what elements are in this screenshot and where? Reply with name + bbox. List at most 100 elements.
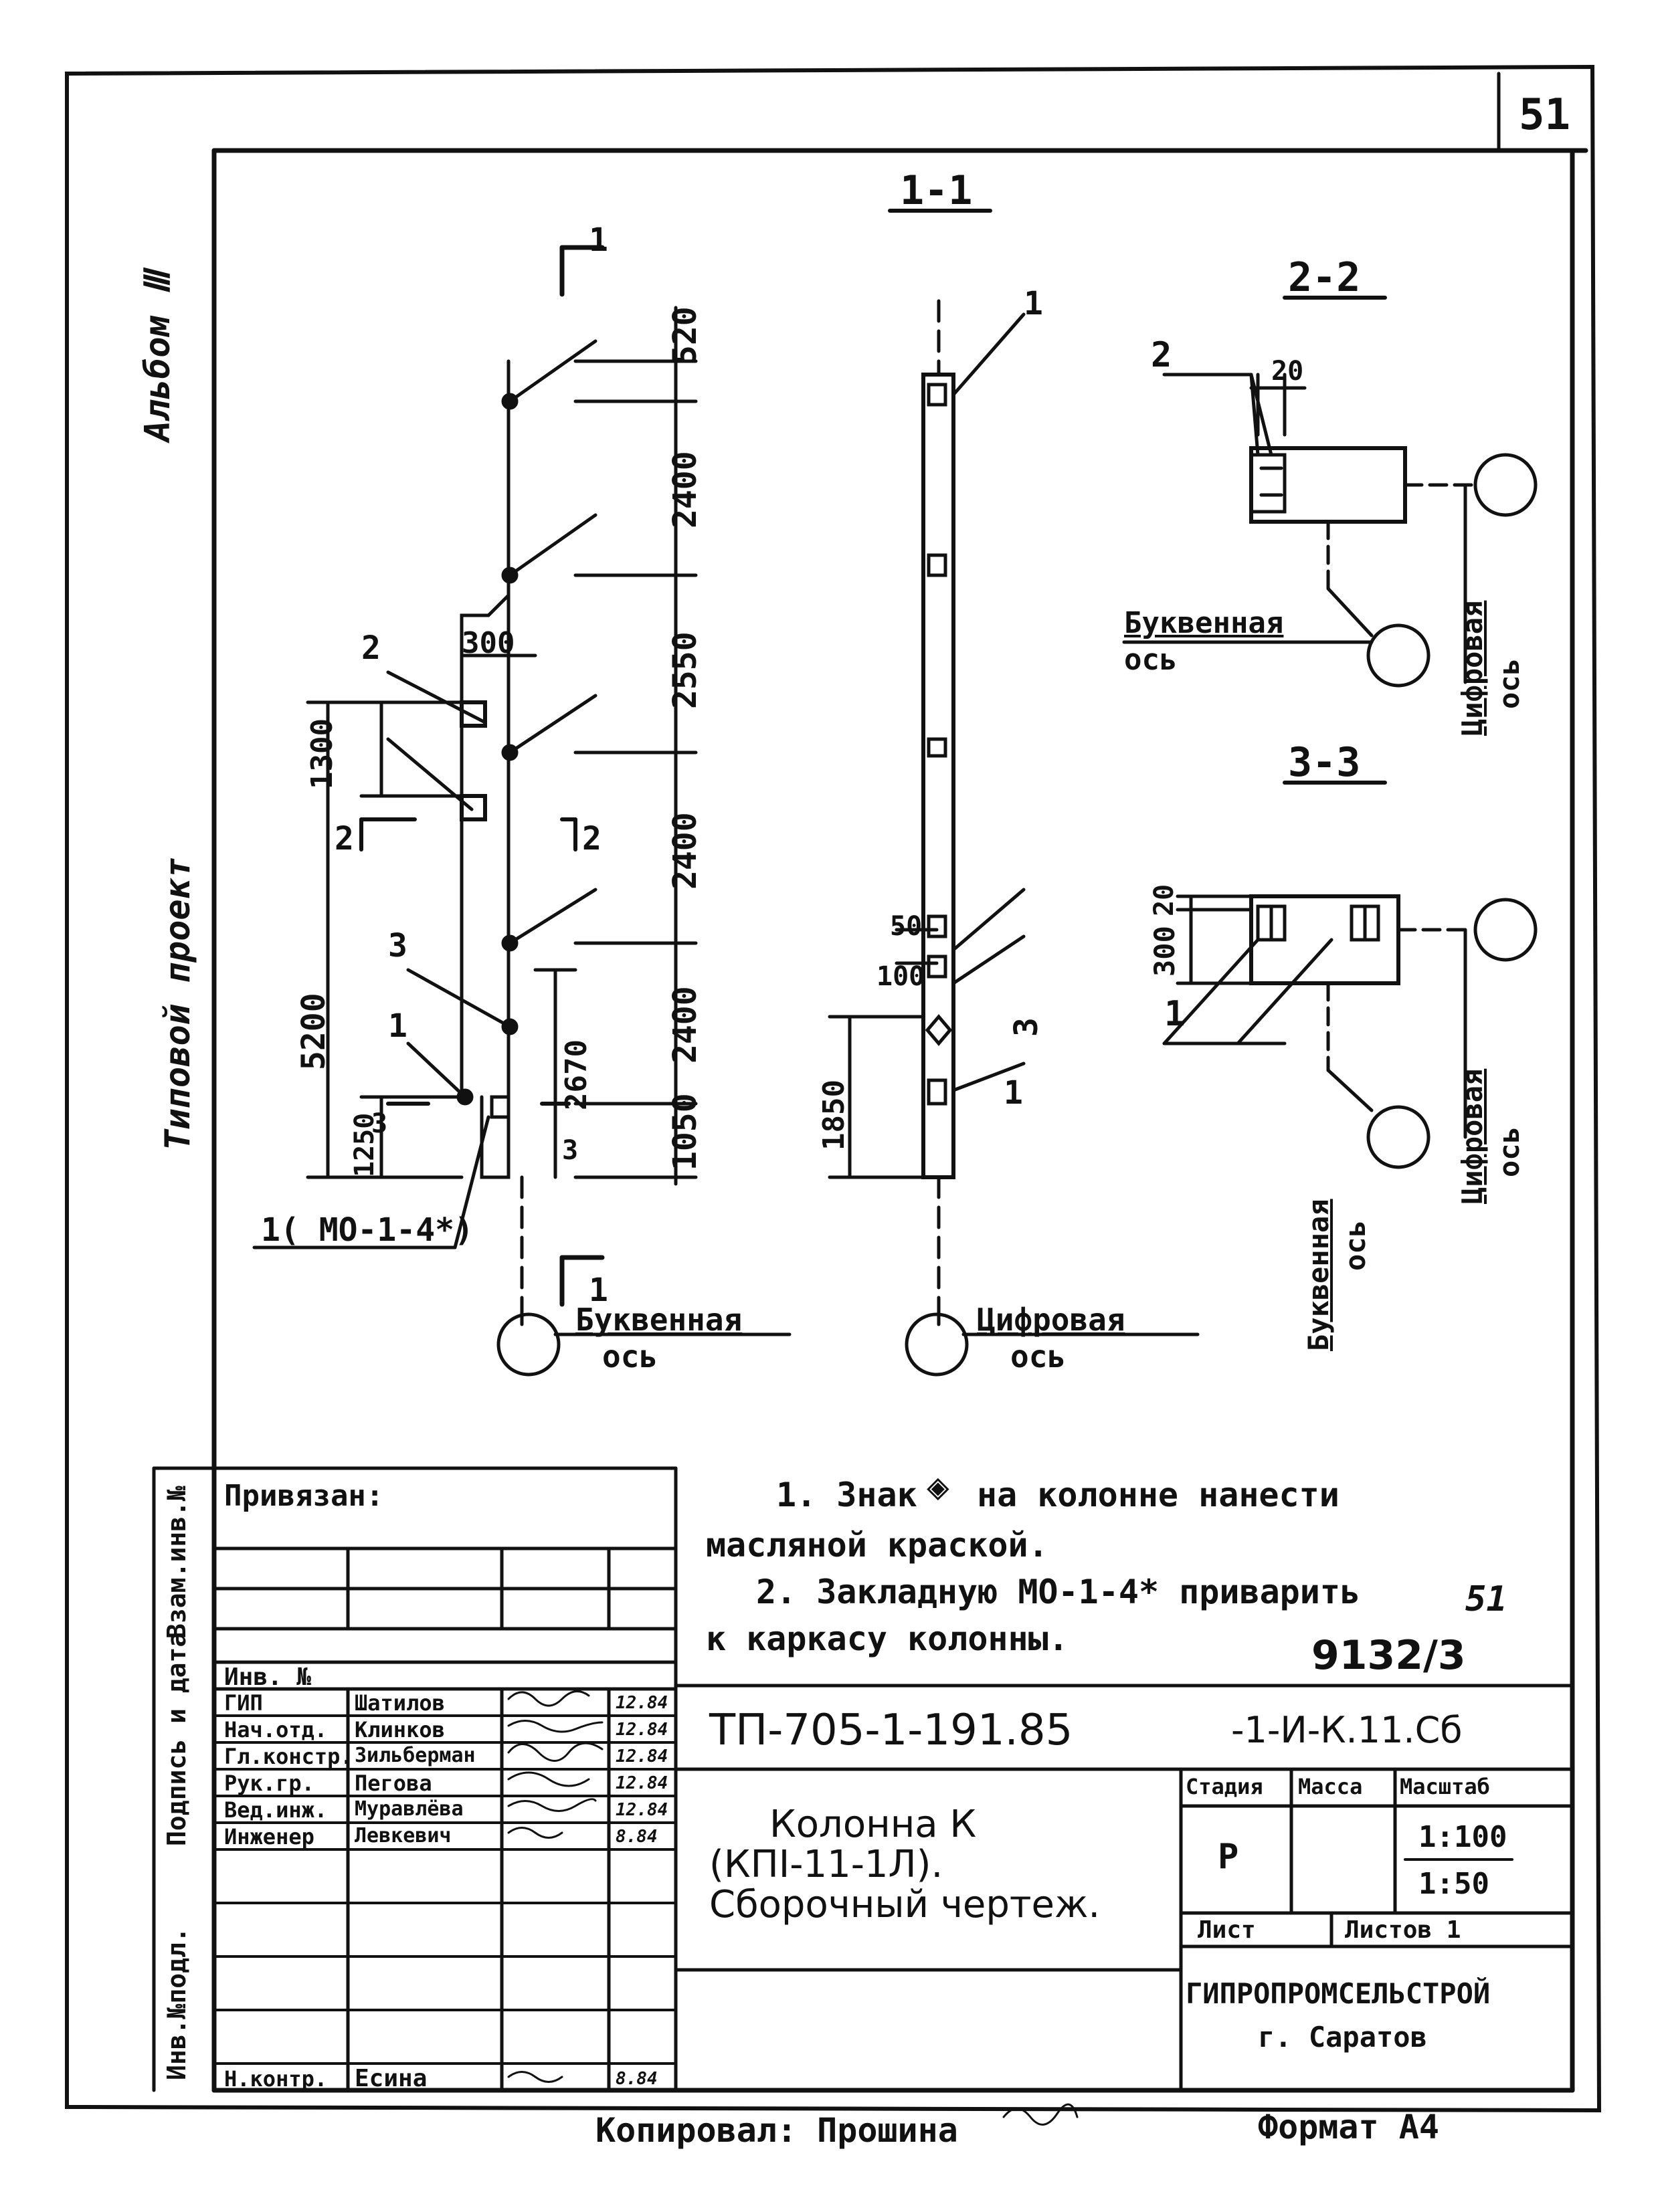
dim-2400-b: 2400 [666,812,704,890]
name-2: Зильберман [355,1744,476,1767]
letter-axis-1-b: ось [602,1338,658,1375]
note-sheet-51: 51 [1465,1579,1507,1619]
name-3: Пегова [355,1771,432,1796]
project-type-label: Типовой проект [158,857,198,1150]
callout-sec2-right: 2 [582,820,602,858]
callout-2-22: 2 [1151,335,1172,375]
date-5: 8.84 [616,1827,658,1847]
name-4: Муравлёва [355,1797,464,1821]
stage-value: Р [1218,1837,1239,1877]
dim-20-a: 20 [1271,356,1304,387]
side-col-inv: Инв.№подл. [162,1927,191,2080]
date-4: 12.84 [616,1800,668,1820]
note-2b: к каркасу колонны. [706,1619,1069,1658]
dim-1850: 1850 [817,1080,851,1150]
callout-3-right: 3 [1008,1017,1045,1037]
nkontr-name: Есина [355,2065,428,2092]
copied-by: Копировал: Прошина [595,2111,958,2150]
dim-50: 50 [890,911,923,942]
digit-axis-1: Цифровая [977,1302,1125,1338]
sheets-header: Листов 1 [1345,1916,1461,1944]
callout-1-right-bot: 1 [1004,1074,1023,1112]
letter-axis-1: Буквенная [575,1302,743,1338]
role-1: Нач.отд. [224,1717,328,1742]
callout-2: 2 [361,629,381,667]
letter-axis-2: Буквенная [1124,606,1284,640]
drawing-code-suffix: -1-И-К.11.Сб [1231,1709,1463,1751]
note-1a: 1. Знак [776,1476,917,1514]
mass-header: Масса [1298,1774,1363,1799]
organization-city: г. Саратов [1258,2021,1427,2053]
drawing-code: ТП-705-1-191.85 [709,1706,1073,1755]
stage-header: Стадия [1186,1774,1263,1799]
letter-axis-3-b: ось [1339,1220,1372,1271]
dim-2550: 2550 [666,631,704,709]
paper-format: Формат А4 [1258,2108,1439,2146]
note-1b: на колонне нанести [977,1476,1340,1514]
dim-100: 100 [877,961,925,992]
role-5: Инженер [224,1824,314,1849]
scale-header: Масштаб [1400,1774,1490,1799]
note-diamond-icon: ◈ [927,1465,949,1508]
sheet-number: 51 [1519,90,1571,140]
section-1-1-title: 1-1 [900,167,973,214]
callout-1-33: 1 [1164,994,1186,1034]
dim-2670: 2670 [559,1039,593,1110]
callout-sec3-left: 3 [371,1108,388,1139]
digit-axis-1-b: ось [1010,1338,1067,1375]
drawing-title-2: (КПⅠ-11-1Л). [709,1843,943,1886]
date-1: 12.84 [616,1720,668,1740]
digit-axis-2-b: ось [1493,658,1526,709]
side-col-sign: Подпись и дата [162,1631,191,1846]
name-5: Левкевич [355,1824,452,1847]
date-0: 12.84 [616,1693,668,1713]
dim-1050: 1050 [666,1093,704,1171]
digit-axis-3: Цифровая [1456,1068,1489,1204]
dim-300-b: 300 [1148,926,1181,977]
album-label: Альбом Ⅲ [138,271,178,441]
callout-sec1-bot: 1 [589,1272,608,1309]
callout-sec1-top: 1 [589,221,608,259]
section-2-2-title: 2-2 [1288,254,1361,301]
drawing-title-3: Сборочный чертеж. [709,1883,1101,1926]
side-col-replace: Взам.инв.№ [162,1486,191,1639]
dim-5200: 5200 [295,993,333,1070]
callout-mo-1-4: 1( МО-1-4*) [261,1211,474,1249]
dim-1300: 1300 [305,718,339,789]
sheet-header: Лист [1198,1916,1256,1944]
dim-300: 300 [462,626,515,660]
section-3-3-title: 3-3 [1288,739,1361,786]
date-3: 12.84 [616,1773,668,1793]
letter-axis-2-b: ось [1124,643,1178,677]
name-1: Клинков [355,1717,445,1742]
role-4: Вед.инж. [224,1797,328,1823]
digit-axis-3-b: ось [1493,1126,1526,1177]
callout-3: 3 [388,927,407,965]
organization: ГИПРОПРОМСЕЛЬСТРОЙ [1186,1977,1491,2010]
nkontr-role: Н.контр. [224,2066,328,2092]
role-0: ГИП [224,1690,263,1716]
dim-520: 520 [666,306,704,365]
scale-value-1: 1:100 [1418,1820,1507,1854]
note-2a: 2. Закладную МО-1-4* приварить [756,1573,1361,1611]
role-2: Гл.констр. [224,1744,353,1769]
note-ref: 9132/3 [1311,1632,1466,1679]
callout-sec3-right: 3 [562,1135,579,1166]
dim-2400-a: 2400 [666,451,704,528]
callout-sec2-left: 2 [335,820,354,858]
letter-axis-3: Буквенная [1302,1199,1335,1351]
callout-1-right-top: 1 [1024,285,1043,322]
name-0: Шатилов [355,1690,445,1716]
dim-20-b: 20 [1149,884,1180,916]
note-1c: масляной краской. [706,1526,1048,1565]
inv-label: Инв. № [224,1664,312,1691]
scale-value-2: 1:50 [1418,1867,1489,1901]
drawing-title-1: Колонна К [769,1803,977,1846]
role-3: Рук.гр. [224,1771,314,1796]
bound-label: Привязан: [224,1479,384,1513]
callout-1-mid: 1 [388,1007,407,1045]
nkontr-date: 8.84 [616,2069,658,2089]
digit-axis-2: Цифровая [1456,600,1489,736]
dim-2400-c: 2400 [666,986,704,1064]
